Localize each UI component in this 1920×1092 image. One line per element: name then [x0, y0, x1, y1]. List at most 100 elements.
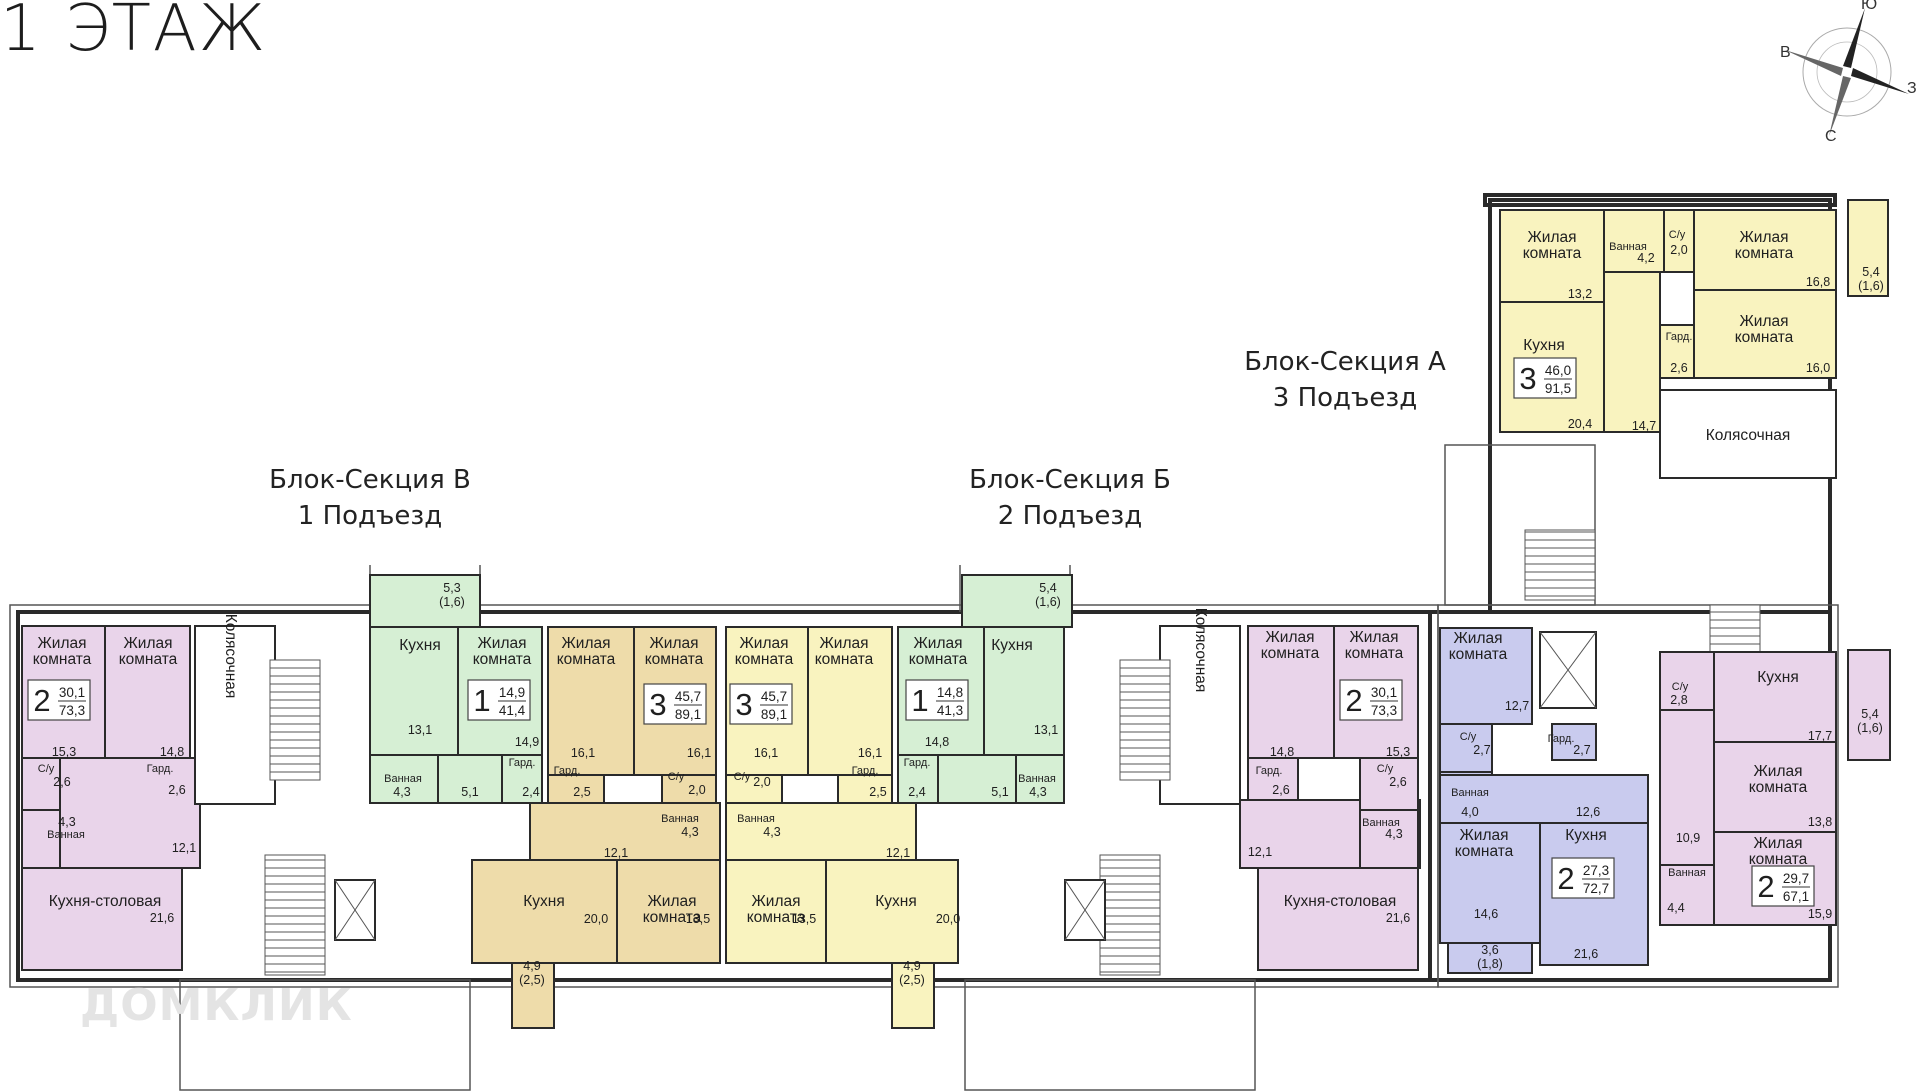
apartment-7[interactable] — [1499, 199, 1889, 433]
living-room-label: комната — [557, 651, 616, 668]
room-label: 14,8 — [1270, 745, 1294, 759]
room-label: 13,5 — [686, 912, 710, 926]
room-label: 2,5 — [573, 785, 590, 799]
room-label: Ванная — [1668, 867, 1706, 879]
room-label: 14,8 — [160, 745, 184, 759]
outer-detail-lines — [9, 444, 1839, 1091]
room-label: Гард. — [1256, 765, 1283, 777]
room-label: 2,4 — [908, 785, 925, 799]
living-room-label: Жилая — [751, 893, 800, 910]
apartment-badge-3 — [643, 683, 707, 725]
room-label: Гард. — [509, 757, 536, 769]
room-label: 20,0 — [936, 912, 960, 926]
room-label: 2,6 — [1670, 361, 1687, 375]
room-label: 14,7 — [1632, 419, 1656, 433]
room-label: 4,3 — [763, 825, 780, 839]
apartment-rooms-count: 1 — [911, 683, 928, 718]
room-label: С/у — [734, 771, 751, 783]
room-label: 21,6 — [1574, 947, 1598, 961]
section-entrance: 2 Подъезд — [997, 501, 1143, 531]
apartment-rooms-count: 2 — [1757, 869, 1774, 904]
room-label: Кухня — [1523, 337, 1564, 354]
room-label: 4,4 — [1667, 901, 1684, 915]
section-entrance: 3 Подъезд — [1272, 383, 1418, 413]
room-label: 13,1 — [1034, 723, 1058, 737]
apartment-8[interactable] — [1439, 627, 1649, 974]
apartment-living-area: 46,0 — [1545, 363, 1571, 378]
balcony-reduced-area: (1,6) — [1035, 595, 1061, 609]
room-label: 14,8 — [925, 735, 949, 749]
apartment-rooms-count: 1 — [473, 683, 490, 718]
room-label: 12,6 — [1576, 805, 1600, 819]
room-label: 13,2 — [1568, 287, 1592, 301]
apartment-badge-4 — [729, 683, 793, 725]
room-label: 5,1 — [991, 785, 1008, 799]
apartment-rooms-count: 2 — [33, 683, 50, 718]
room-label: Кухня — [875, 893, 916, 910]
living-room-label: комната — [1455, 843, 1514, 860]
section-entrance: 1 Подъезд — [297, 501, 443, 531]
apartment-9[interactable] — [1659, 649, 1891, 926]
living-room-label: Жилая — [1739, 313, 1788, 330]
compass-rose: Ю В З С — [1775, 0, 1920, 150]
room-label: Гард. — [852, 765, 879, 777]
apartment-total-area: 72,7 — [1583, 881, 1609, 896]
apartment-total-area: 73,3 — [1371, 703, 1397, 718]
living-room-label: комната — [1345, 645, 1404, 662]
apartment-total-area: 89,1 — [761, 707, 787, 722]
room-label: 16,0 — [1806, 361, 1830, 375]
living-room-label: Жилая — [1527, 229, 1576, 246]
apartment-living-area: 30,1 — [59, 685, 85, 700]
living-room-label: комната — [735, 651, 794, 668]
living-room-label: комната — [33, 651, 92, 668]
apartment-5[interactable] — [897, 574, 1073, 804]
apartment-badge-9 — [1751, 865, 1815, 907]
section-label-a: Блок-Секция А 3 Подъезд — [1230, 344, 1460, 416]
section-name: Блок-Секция В — [269, 465, 471, 495]
living-room-label: Жилая — [739, 635, 788, 652]
living-room-label: Жилая — [477, 635, 526, 652]
apartment-badge-6 — [1339, 679, 1403, 721]
section-name: Блок-Секция Б — [969, 465, 1171, 495]
room-label: Ванная — [661, 813, 699, 825]
living-room-label: Жилая — [1349, 629, 1398, 646]
living-room-label: комната — [1749, 779, 1808, 796]
apartment-living-area: 45,7 — [761, 689, 787, 704]
room-label: С/у — [1460, 731, 1477, 743]
room-label: 2,8 — [1670, 693, 1687, 707]
living-room-label: Жилая — [819, 635, 868, 652]
room-label: 12,1 — [1248, 845, 1272, 859]
room-label: Гард. — [904, 757, 931, 769]
living-room-label: Жилая — [1453, 630, 1502, 647]
room-label: 15,9 — [1808, 907, 1832, 921]
room-label: 2,0 — [688, 783, 705, 797]
apartment-badge-5 — [905, 679, 969, 721]
living-room-label: комната — [1449, 646, 1508, 663]
compass-n: Ю — [1861, 0, 1878, 13]
floor-title: 1 ЭТАЖ — [0, 0, 268, 66]
balcony-reduced-area: (2,5) — [519, 973, 545, 987]
apartment-badge-1 — [27, 679, 91, 721]
living-room-label: Жилая — [647, 893, 696, 910]
section-name: Блок-Секция А — [1244, 347, 1446, 377]
room-label: 2,6 — [53, 775, 70, 789]
apartment-total-area: 91,5 — [1545, 381, 1571, 396]
room-label: 16,1 — [571, 746, 595, 760]
apartment-4[interactable] — [725, 626, 959, 1029]
apartment-total-area: 89,1 — [675, 707, 701, 722]
room-label: Кухня — [991, 637, 1032, 654]
room-label: Ванная — [737, 813, 775, 825]
room-label: 21,6 — [150, 911, 174, 925]
room-label: Ванная — [1609, 241, 1647, 253]
apartment-rooms-count: 2 — [1345, 683, 1362, 718]
room-label: 4,3 — [393, 785, 410, 799]
stairwell-b-lower — [264, 854, 326, 976]
room-label: 20,0 — [584, 912, 608, 926]
watermark: ДОМКЛИК — [80, 980, 353, 1031]
stroller-room-label: Колясочная — [1192, 608, 1209, 693]
living-room-label: комната — [119, 651, 178, 668]
apartment-rooms-count: 3 — [649, 687, 666, 722]
stroller-room-label: Колясочная — [222, 614, 239, 699]
living-room-label: комната — [473, 651, 532, 668]
room-label: 4,2 — [1637, 251, 1654, 265]
